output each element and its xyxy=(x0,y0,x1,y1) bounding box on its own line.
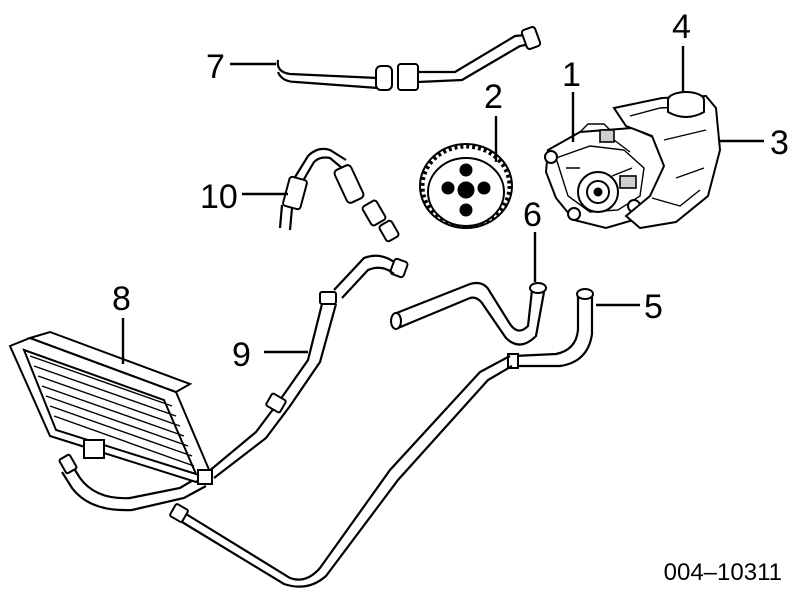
figure-code: 004–10311 xyxy=(664,559,782,586)
callout-7: 7 xyxy=(206,48,225,86)
callout-2: 2 xyxy=(484,78,503,116)
callout-4: 4 xyxy=(672,8,691,46)
callout-8: 8 xyxy=(112,280,131,318)
callout-9: 9 xyxy=(232,336,251,374)
callout-6: 6 xyxy=(523,196,542,234)
supply-hose xyxy=(390,281,547,346)
cooler-line xyxy=(58,254,409,512)
callout-3: 3 xyxy=(770,124,789,162)
callout-5: 5 xyxy=(644,288,663,326)
pressure-line xyxy=(276,26,542,91)
return-hose xyxy=(169,288,594,588)
pulley xyxy=(419,143,513,229)
pressure-hose xyxy=(278,147,400,243)
reservoir xyxy=(612,94,722,230)
callout-1: 1 xyxy=(562,56,581,94)
oil-cooler xyxy=(8,330,213,485)
reservoir-cap xyxy=(667,91,705,118)
callout-10: 10 xyxy=(200,178,238,216)
